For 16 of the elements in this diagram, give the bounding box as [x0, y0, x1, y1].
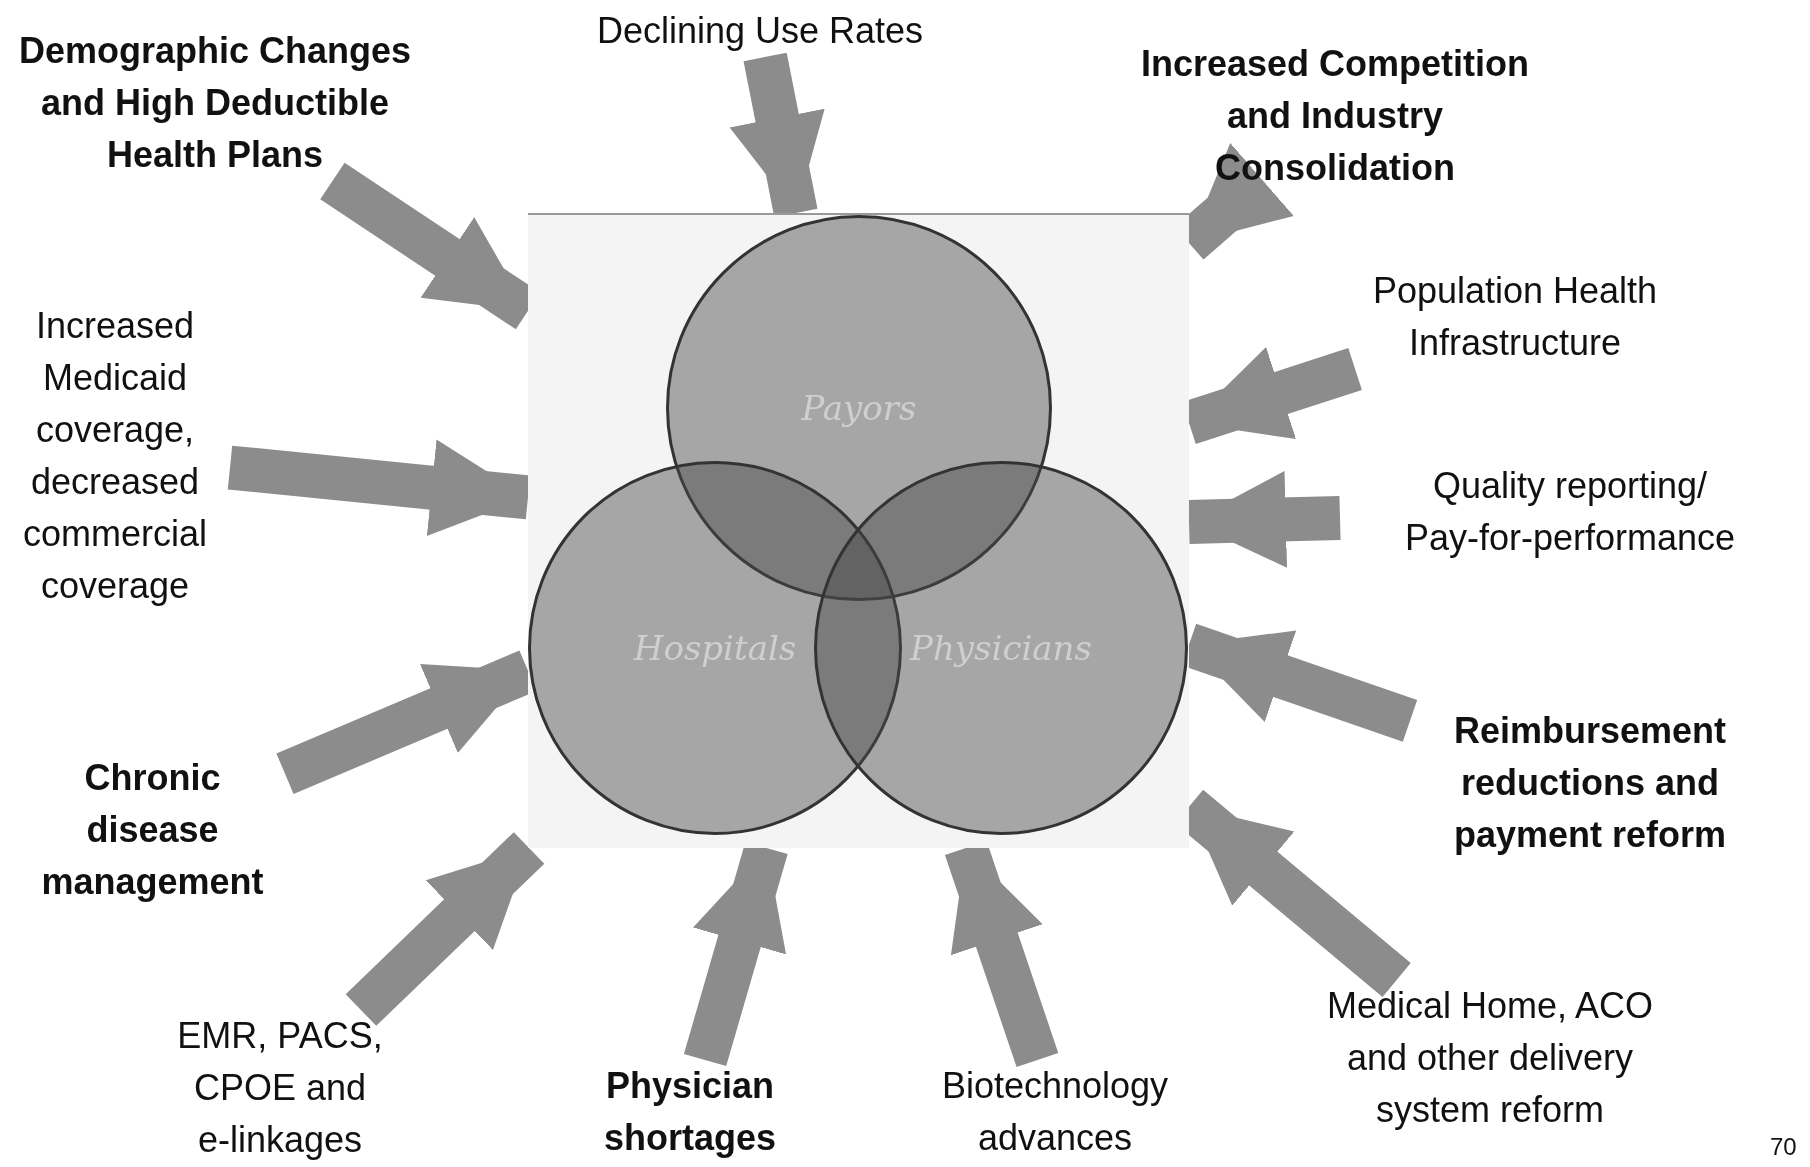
factor-label: EMR, PACS, CPOE and e-linkages: [170, 1010, 390, 1166]
venn-diagram-background: [528, 213, 1189, 848]
factor-label: Increased Competition and Industry Consolidation: [1110, 38, 1560, 194]
factor-label: Increased Medicaid coverage, decreased commercial coverage: [0, 300, 230, 612]
page-number: 70: [1770, 1132, 1797, 1162]
factor-label: Medical Home, ACO and other delivery system reform: [1310, 980, 1670, 1136]
factor-label: Chronic disease management: [20, 752, 285, 908]
factor-label: Demographic Changes and High Deductible Health Plans: [0, 25, 430, 181]
factor-label: Biotechnology advances: [900, 1060, 1210, 1164]
factor-label: Physician shortages: [570, 1060, 810, 1164]
factor-label: Declining Use Rates: [560, 5, 960, 57]
block-arrow: [345, 832, 545, 1026]
factor-label: Population Health Infrastructure: [1320, 265, 1710, 369]
factor-label: Quality reporting/ Pay-for-performance: [1340, 460, 1800, 564]
factor-label: Reimbursement reductions and payment reform: [1410, 705, 1770, 861]
block-arrow: [1188, 471, 1341, 568]
